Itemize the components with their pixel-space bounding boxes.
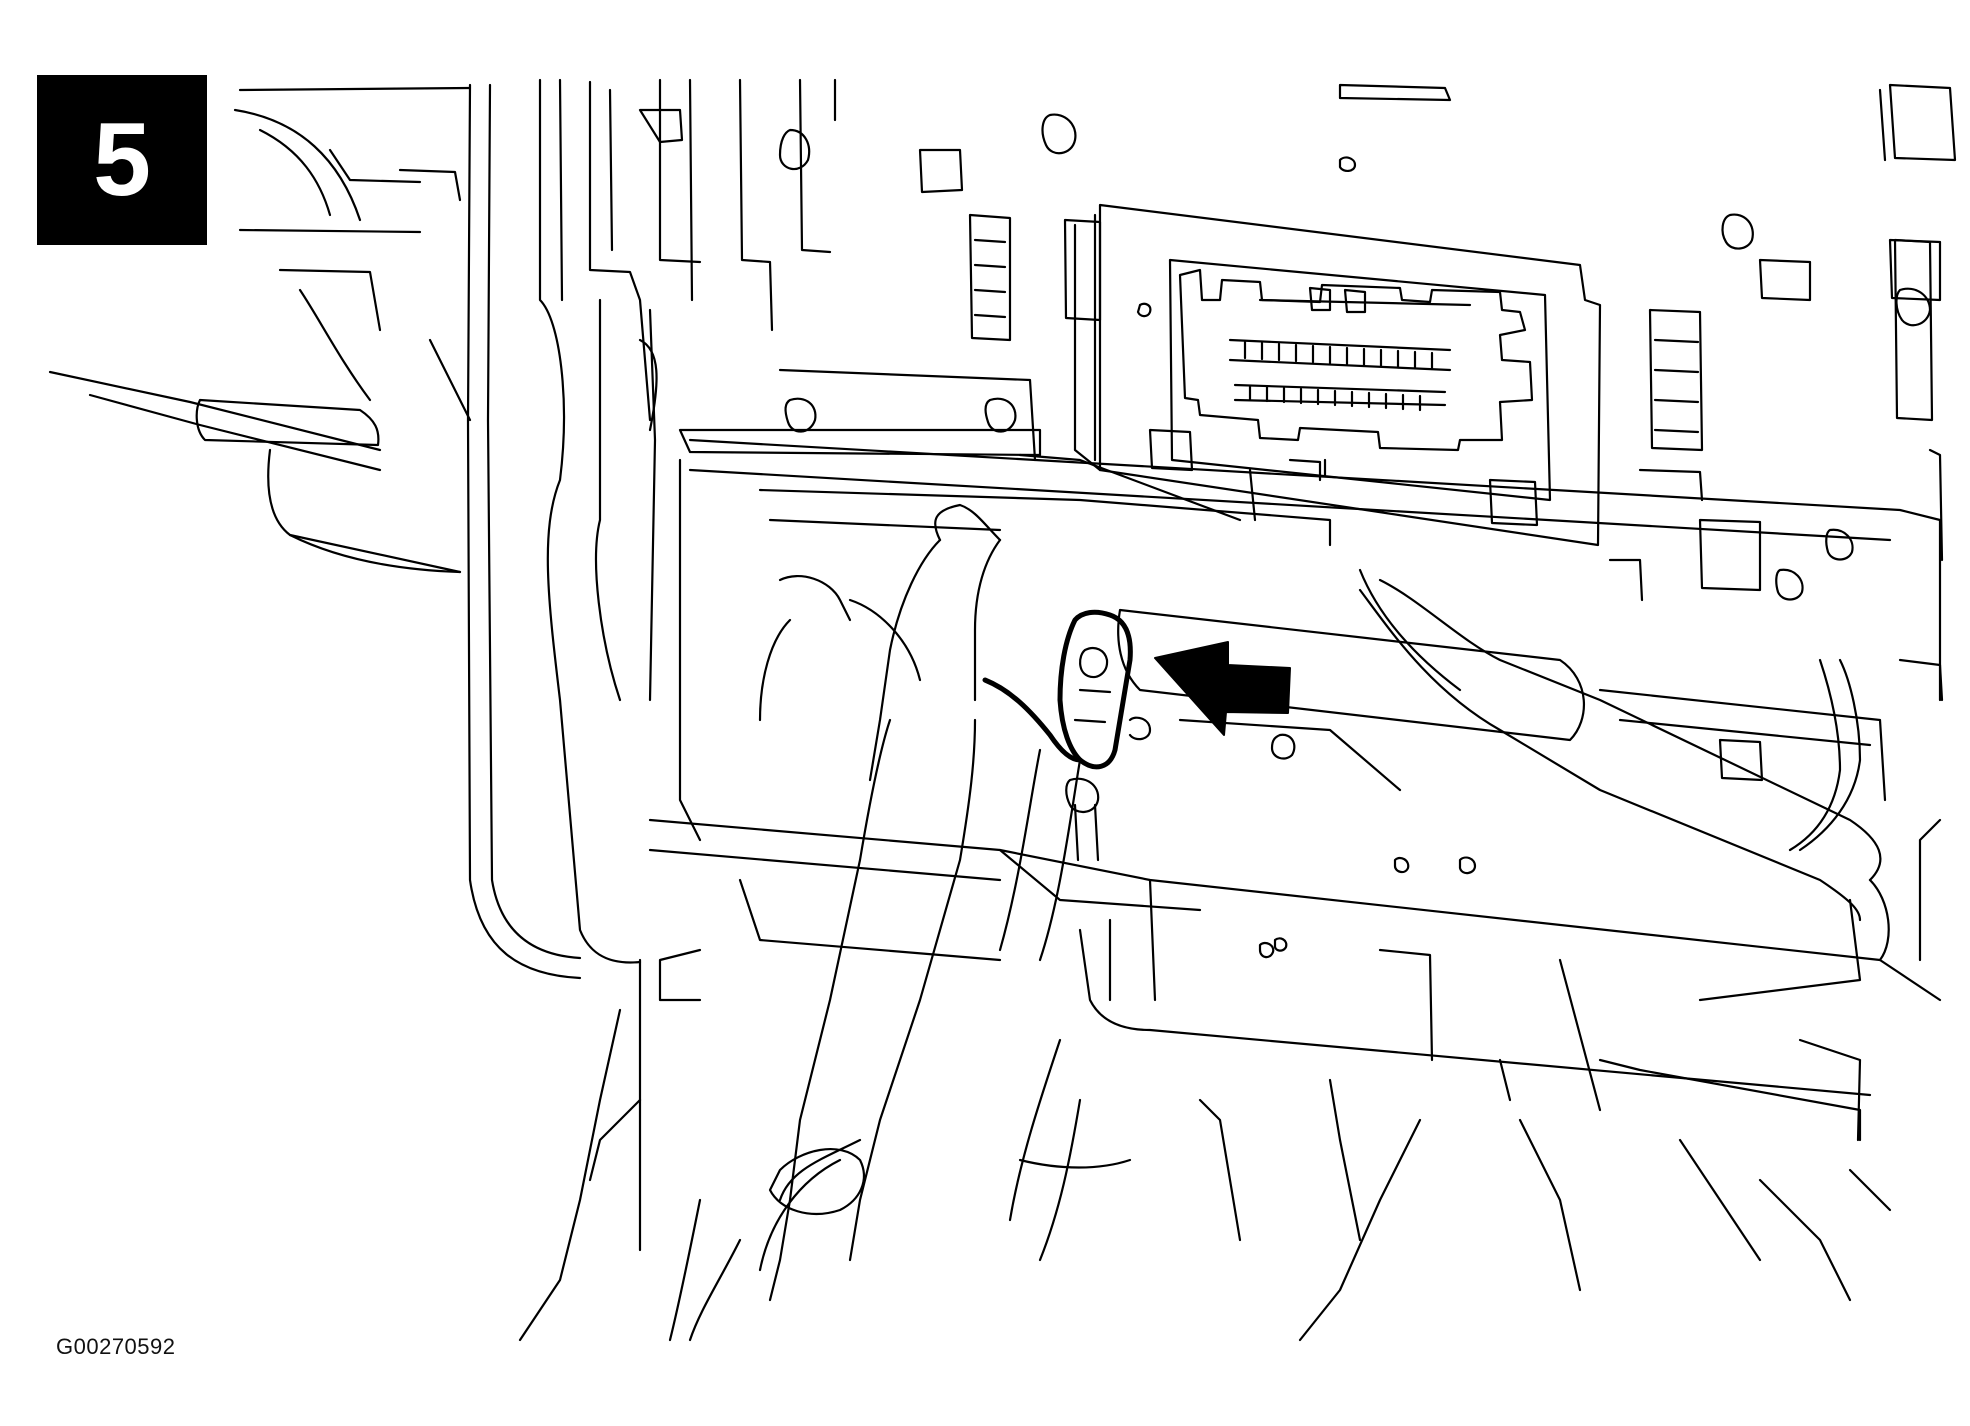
- side-brackets: [968, 213, 1934, 452]
- control-module: [1073, 203, 1602, 547]
- left-trim-panel: [48, 78, 658, 980]
- ground-fastener: [982, 609, 1133, 770]
- step-number: 5: [93, 102, 151, 218]
- lower-console: [678, 368, 1944, 1002]
- wiring-harness: [668, 503, 1862, 1342]
- cross-beam: [518, 818, 1942, 1342]
- step-number-badge: 5: [37, 75, 207, 245]
- mounting-holes: [1065, 733, 1410, 952]
- right-frame: [1608, 448, 1944, 1142]
- arrow-left-icon: [1154, 641, 1291, 736]
- figure-id: G00270592: [56, 1334, 176, 1359]
- dashboard-frame: [638, 78, 1957, 332]
